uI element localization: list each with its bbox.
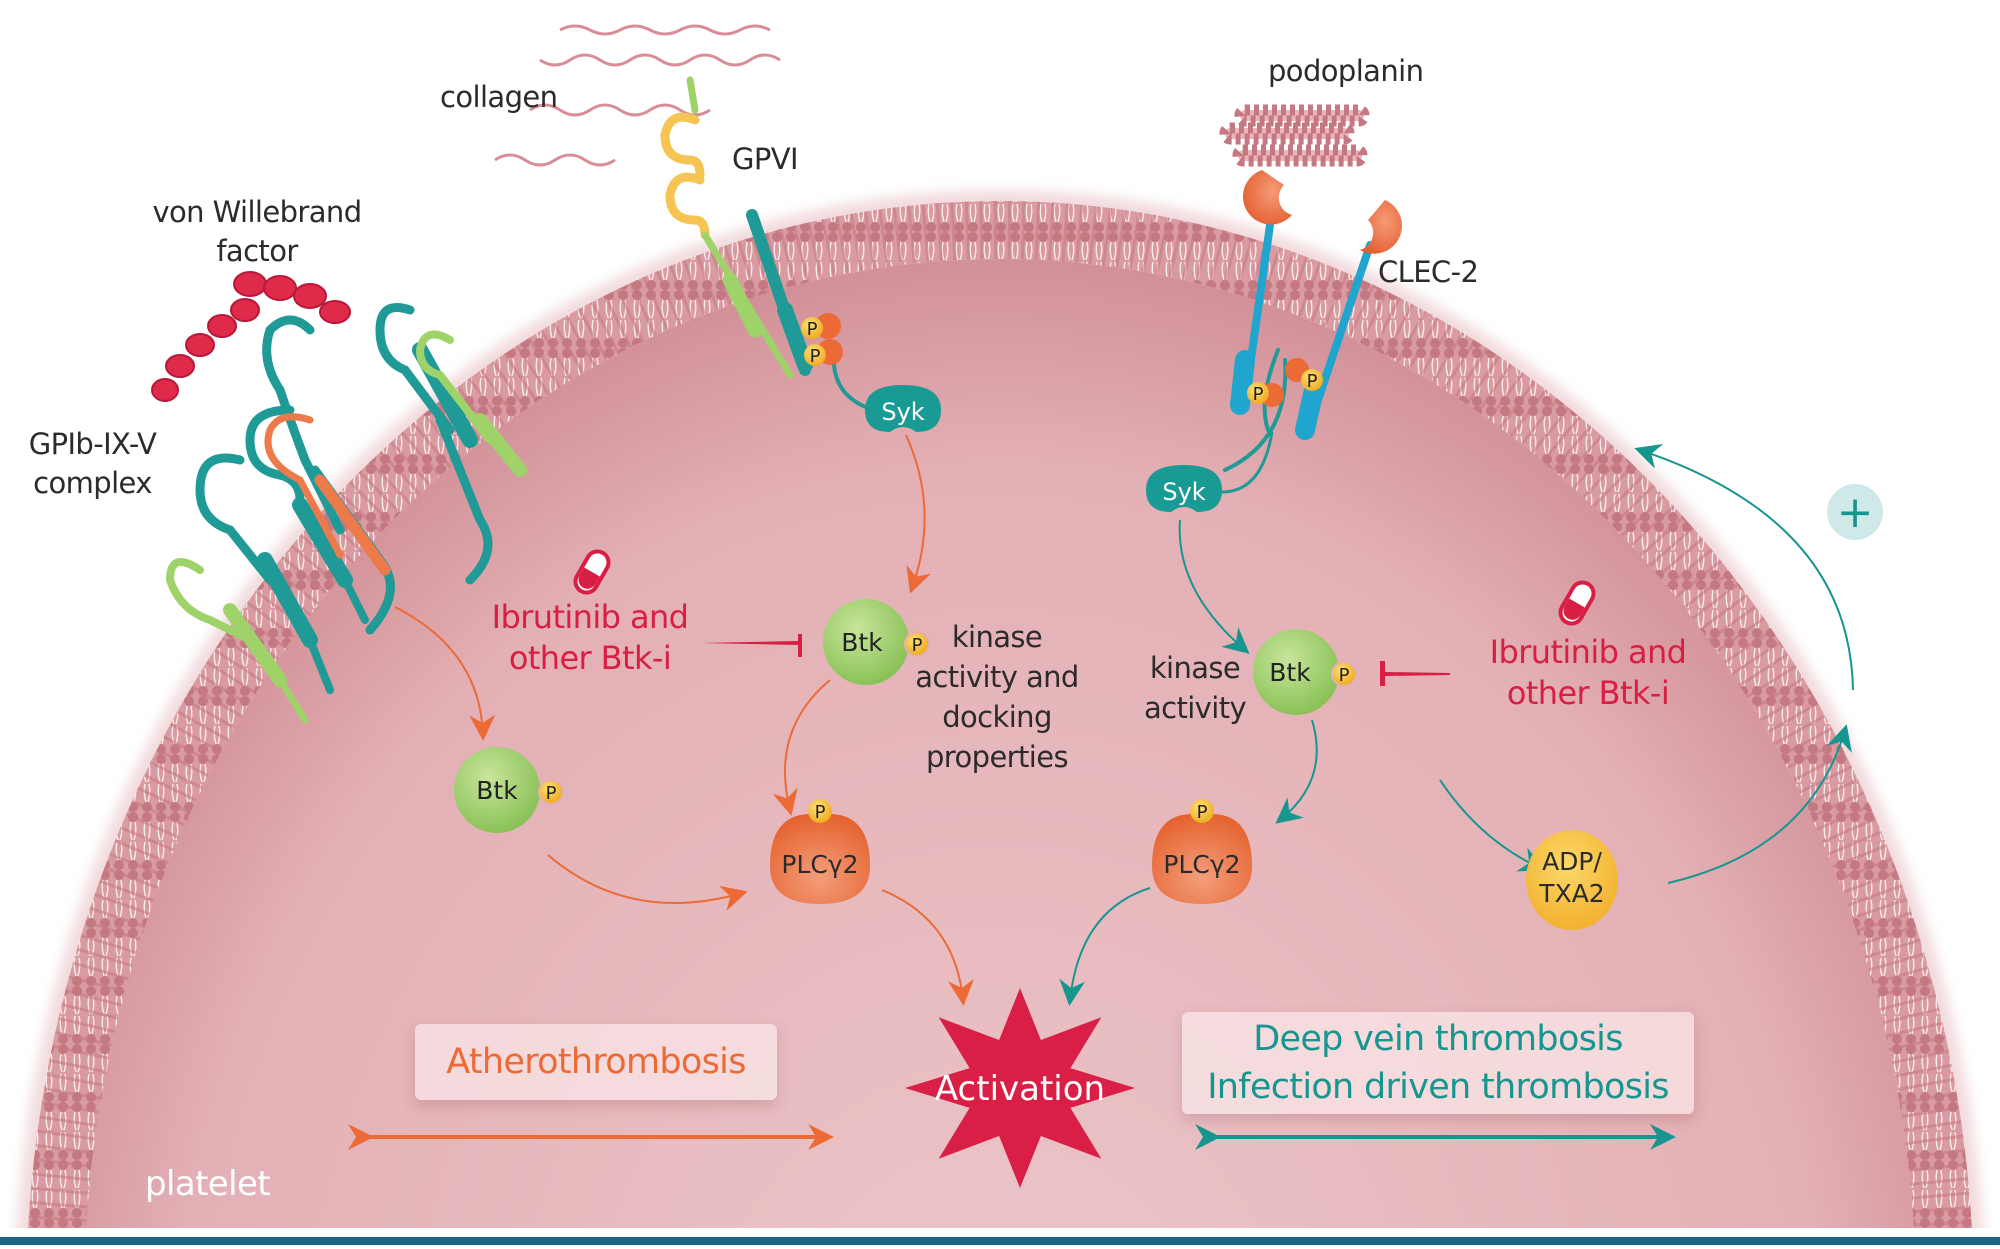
syk-label: Syk	[1162, 478, 1205, 506]
clec2-label: CLEC-2	[1378, 255, 1479, 289]
phospho-label: P	[1339, 665, 1350, 686]
positive-feedback-icon: +	[1827, 484, 1883, 540]
btk-node: Btk P	[1253, 629, 1357, 715]
platelet-label: platelet	[145, 1164, 271, 1204]
atherothrombosis-box: Atherothrombosis	[415, 1024, 777, 1100]
inhibition-bars	[700, 634, 1450, 686]
inhibitor-left-line1: Ibrutinib and	[491, 598, 689, 636]
btk-annotation-line4: properties	[926, 740, 1069, 774]
podoplanin-label: podoplanin	[1268, 54, 1424, 88]
collagen-fibers	[494, 24, 781, 167]
inhibitor-right-line2: other Btk-i	[1506, 674, 1670, 712]
plcg2-node: P PLCγ2	[770, 799, 870, 904]
gpib-ix-v-receptor-icon	[165, 303, 527, 724]
syk-node: Syk	[865, 385, 941, 432]
collagen-label: collagen	[440, 80, 558, 114]
gpib-label-line2: complex	[33, 466, 152, 500]
inhibitor-left-line2: other Btk-i	[508, 639, 672, 677]
phospho-label: P	[815, 802, 826, 823]
gpib-label-line1: GPIb-IX-V	[28, 427, 157, 461]
podoplanin-icon	[1219, 104, 1370, 167]
phospho-label: P	[807, 319, 818, 340]
btk-label: Btk	[476, 776, 518, 805]
adp-txa2-node: ADP/ TXA2	[1526, 830, 1618, 930]
gpvi-phospho-sites	[801, 313, 843, 366]
atherothrombosis-label: Atherothrombosis	[446, 1042, 746, 1082]
btk-label: Btk	[841, 628, 883, 657]
teal-pathway-arrows	[1059, 444, 1854, 1150]
activation-starburst: Activation	[905, 988, 1135, 1188]
arrow-adp-feedback	[1667, 724, 1852, 884]
btk-node: Btk P	[823, 599, 930, 685]
plcg2-label: PLCγ2	[1163, 850, 1240, 879]
footer-bar	[0, 1237, 2000, 1245]
btk-right-annotation-line2: activity	[1143, 691, 1247, 725]
gpvi-receptor-icon	[660, 76, 897, 417]
arrow-feedback-to-membrane	[1634, 444, 1854, 691]
clec2-receptor-icon	[1223, 170, 1402, 472]
arrow-btk-to-adp	[1439, 779, 1546, 872]
arrow-plc-to-activation	[881, 889, 974, 1006]
txa2-label: TXA2	[1538, 879, 1604, 908]
plcg2-label: PLCγ2	[781, 850, 858, 879]
pill-icon	[1558, 580, 1596, 626]
dvt-box: Deep vein thrombosis Infection driven th…	[1182, 1012, 1694, 1114]
starburst-shape	[905, 988, 1135, 1188]
arrow-plc-to-activation-right	[1059, 887, 1151, 1006]
orange-pathway-arrows	[348, 434, 974, 1150]
syk-node: Syk	[1146, 431, 1274, 512]
btk-node: Btk P	[454, 747, 564, 833]
phospho-label: P	[810, 346, 821, 367]
dvt-label: Deep vein thrombosis	[1253, 1019, 1623, 1059]
adp-label: ADP/	[1542, 847, 1602, 876]
phospho-label: P	[912, 635, 923, 656]
pill-icon	[573, 549, 611, 595]
arrow-btk-to-plc-right	[1275, 719, 1318, 824]
activation-label: Activation	[935, 1069, 1105, 1109]
plus-symbol: +	[1837, 487, 1874, 538]
btk-annotation-line1: kinase	[951, 620, 1043, 654]
phospho-label: P	[1197, 802, 1208, 823]
cytoplasm	[86, 259, 1914, 1228]
arrow-gpib-to-btk	[394, 606, 496, 741]
arrow-syk-to-btk	[905, 434, 931, 594]
phospho-label: P	[1307, 371, 1318, 392]
von-willebrand-factor-icon	[151, 271, 351, 402]
phospho-label: P	[546, 783, 557, 804]
vwf-label-line2: factor	[216, 234, 298, 268]
arrow-syk-to-btk-right	[1178, 519, 1250, 654]
inhibitor-right-line1: Ibrutinib and	[1489, 633, 1687, 671]
lipid-bilayer-membrane	[28, 201, 1972, 1228]
phospho-label: P	[1253, 384, 1264, 405]
infection-thrombosis-label: Infection driven thrombosis	[1207, 1067, 1669, 1107]
gpvi-label: GPVI	[732, 142, 799, 176]
syk-label: Syk	[881, 398, 924, 426]
btk-annotation-line3: docking	[942, 700, 1052, 734]
clec2-phospho-sites	[1247, 358, 1323, 407]
vwf-label-line1: von Willebrand	[152, 195, 362, 229]
btk-right-annotation-line1: kinase	[1149, 651, 1241, 685]
plcg2-node: P PLCγ2	[1152, 799, 1252, 904]
btk-annotation-line2: activity and	[915, 660, 1079, 694]
btk-label: Btk	[1269, 658, 1311, 687]
arrow-btk-to-plc-left	[547, 854, 748, 911]
arrow-btk-to-plc	[772, 679, 831, 816]
